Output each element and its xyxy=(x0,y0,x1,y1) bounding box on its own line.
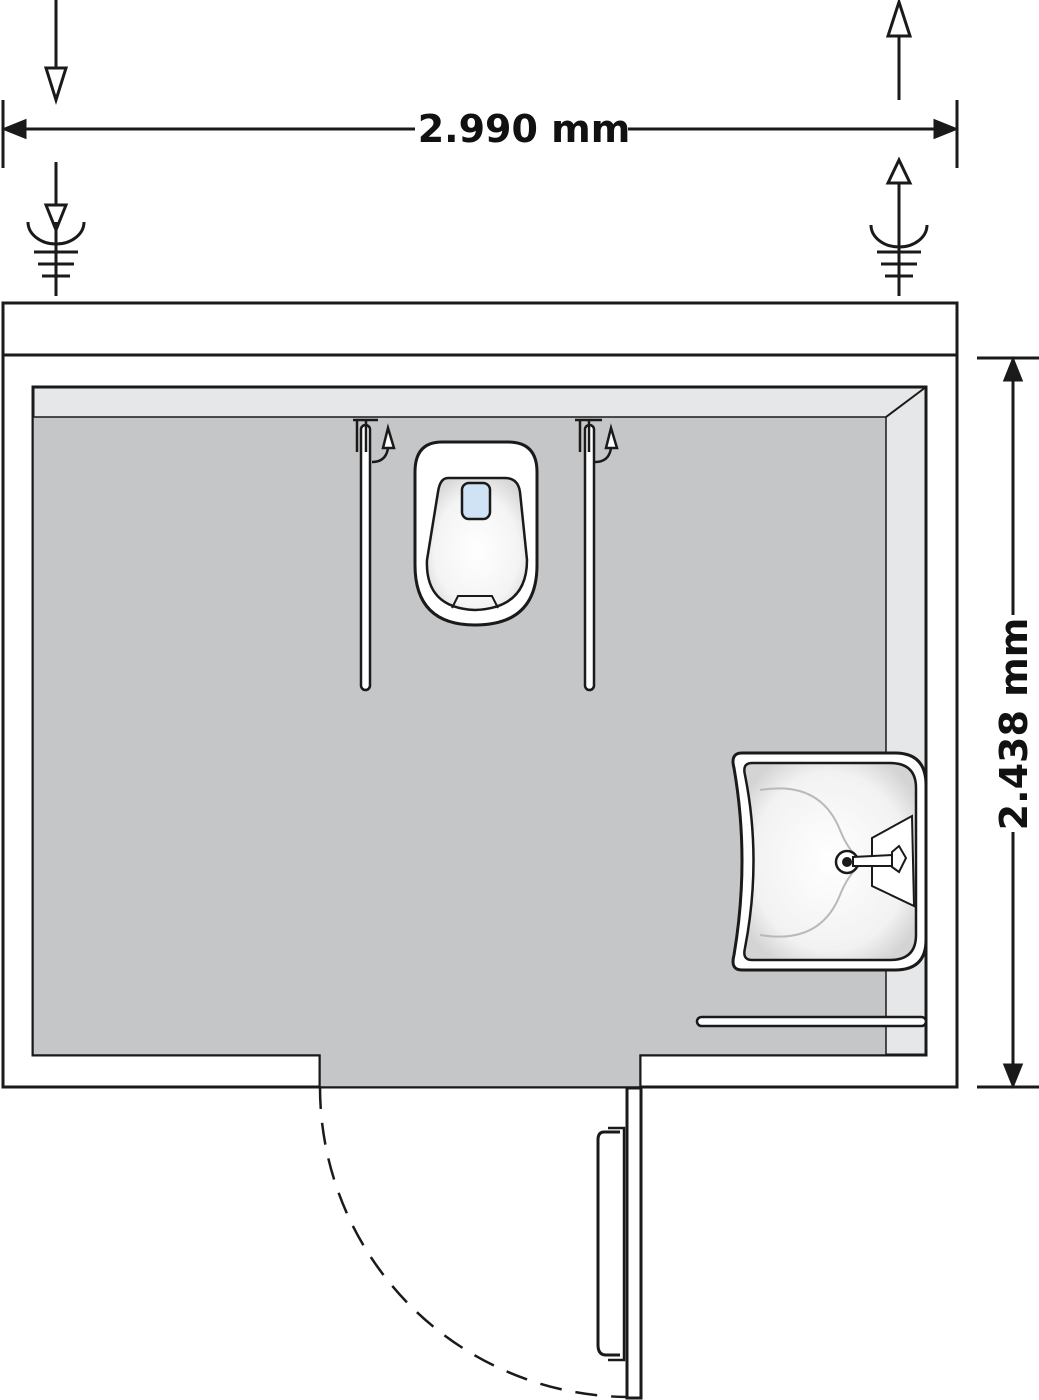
door-icon xyxy=(318,1086,643,1400)
door-pull-handle xyxy=(596,1130,620,1357)
faucet-icon xyxy=(891,844,908,874)
width-dimension-label: 2.990 mm xyxy=(418,107,631,151)
section-cut-marker-up xyxy=(869,0,929,296)
grab-bar-icon xyxy=(695,1015,928,1028)
arrowhead-up-icon xyxy=(1002,355,1024,382)
door-leaf xyxy=(625,1086,643,1400)
toilet-flush-button xyxy=(460,481,492,521)
room-walls xyxy=(1,301,959,1089)
width-dimension xyxy=(0,100,960,168)
swing-up-arrow-icon xyxy=(604,423,619,450)
arrowhead-right-icon xyxy=(933,118,960,140)
door-swing-arc xyxy=(318,1086,628,1399)
depth-dimension xyxy=(977,355,1039,1090)
depth-dimension-label: 2.438 mm xyxy=(992,618,1036,831)
top-wall-band xyxy=(1,301,959,357)
wall-corner-edge xyxy=(885,386,927,418)
section-cut-marker-down xyxy=(26,0,86,296)
grab-bar-left xyxy=(353,418,396,692)
grab-bar-right xyxy=(575,418,619,692)
swing-up-arrow-icon xyxy=(381,423,396,450)
washbasin-icon xyxy=(731,751,928,972)
arrowhead-left-icon xyxy=(0,118,27,140)
toilet-icon xyxy=(413,440,539,627)
arrowhead-down-icon xyxy=(1002,1063,1024,1090)
